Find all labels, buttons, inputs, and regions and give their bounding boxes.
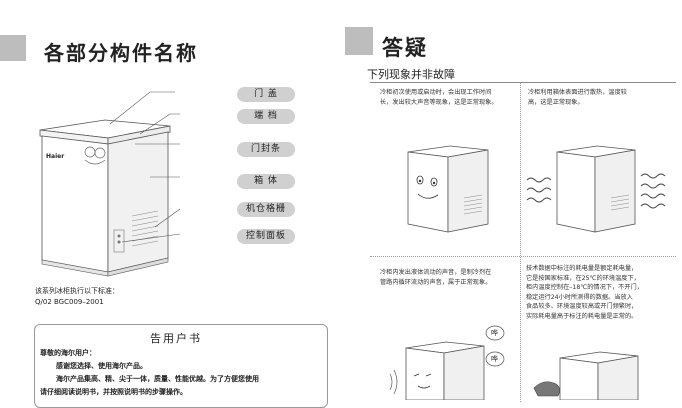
qa-cell-2-text: 冷柜利用箱体表面进行散热，温度较 高，这是正常现象。 xyxy=(528,88,656,107)
page-title-left: 各部分构件名称 xyxy=(44,41,198,65)
qa-cell-line: 冷柜利用箱体表面进行散热，温度较 xyxy=(528,89,627,96)
qa-cell-line: 技术数据中标注的耗电量是额定耗电量， xyxy=(526,265,638,272)
qa-cell-1-text: 冷柜初次使用或启动时，会出现工作时间 长，发出较大声音等现象，这是正常现象。 xyxy=(380,88,508,107)
speech-bubble-text: 哗 xyxy=(491,329,498,337)
left-title-block xyxy=(0,35,26,61)
freezer-sound-illustration xyxy=(389,325,505,400)
qa-cell-4-text: 技术数据中标注的耗电量是额定耗电量， 它是按国家标准，在25℃的环境温度下， 柜… xyxy=(526,264,676,321)
right-title-block xyxy=(345,27,373,55)
standard-note: 该系列冰柜执行以下标准： xyxy=(35,287,119,295)
part-label-door-seal: 门封条 xyxy=(237,142,295,157)
qa-cell-line: 食品较多、环境温度较高或开门频繁时， xyxy=(526,303,638,310)
part-label-control-panel: 控制面板 xyxy=(237,229,295,244)
qa-grid-divider-v xyxy=(520,82,521,402)
part-label-compressor-grille: 机仓格栅 xyxy=(237,202,295,217)
qa-cell-line: 高，这是正常现象。 xyxy=(528,98,584,106)
freezer-face-illustration xyxy=(407,145,489,233)
qa-cell-3-text: 冷柜内发出液体流动的声音，是制冷剂在 管路内循环流动的声音，属于正常现象。 xyxy=(380,268,508,287)
qa-grid-top-border xyxy=(370,82,676,83)
speech-bubble-text: 哗 xyxy=(491,355,498,363)
qa-cell-line: 稳定运行24小时所测得的数据。当放入 xyxy=(526,293,633,301)
qa-grid-divider-h xyxy=(370,256,676,257)
freezer-heat-illustration xyxy=(526,145,666,233)
qa-cell-line: 冷柜内发出液体流动的声音，是制冷剂在 xyxy=(380,269,492,276)
freezer-diagram xyxy=(39,91,180,277)
qa-cell-line: 实际耗电量高于标注的耗电量是正常的。 xyxy=(526,312,638,320)
notice-line: 海尔产品集高、精、尖于一体，质量、性能优越。为了方便您使用 xyxy=(56,375,259,383)
qa-cell-line: 它是按国家标准，在25℃的环境温度下， xyxy=(526,274,640,282)
part-label-cabinet: 箱 体 xyxy=(237,174,295,189)
notice-title: 告用户书 xyxy=(150,332,202,345)
part-label-end-stop: 端 档 xyxy=(237,109,295,124)
page-subtitle: 下列现象并非故障 xyxy=(367,68,455,81)
part-label-lid: 门 盖 xyxy=(237,87,295,102)
qa-cell-line: 柜内温度控制在–18℃的情况下，不开门， xyxy=(526,284,643,291)
freezer-food-illustration xyxy=(533,351,639,400)
qa-cell-line: 管路内循环流动的声音，属于正常现象。 xyxy=(380,278,492,286)
qa-cell-line: 长，发出较大声音等现象，这是正常现象。 xyxy=(380,98,498,106)
notice-line: 感谢您选择、使用海尔产品。 xyxy=(56,362,147,370)
standard-code: Q/02 BGC009–2001 xyxy=(35,298,104,306)
notice-line: 请仔细阅读说明书，并按照说明书的步骤操作。 xyxy=(40,388,187,396)
brand-logo: Haier xyxy=(46,153,65,160)
qa-cell-line: 冷柜初次使用或启动时，会出现工作时间 xyxy=(380,89,492,96)
page-title-right: 答疑 xyxy=(382,36,428,60)
notice-greeting: 尊敬的海尔用户： xyxy=(40,349,96,357)
